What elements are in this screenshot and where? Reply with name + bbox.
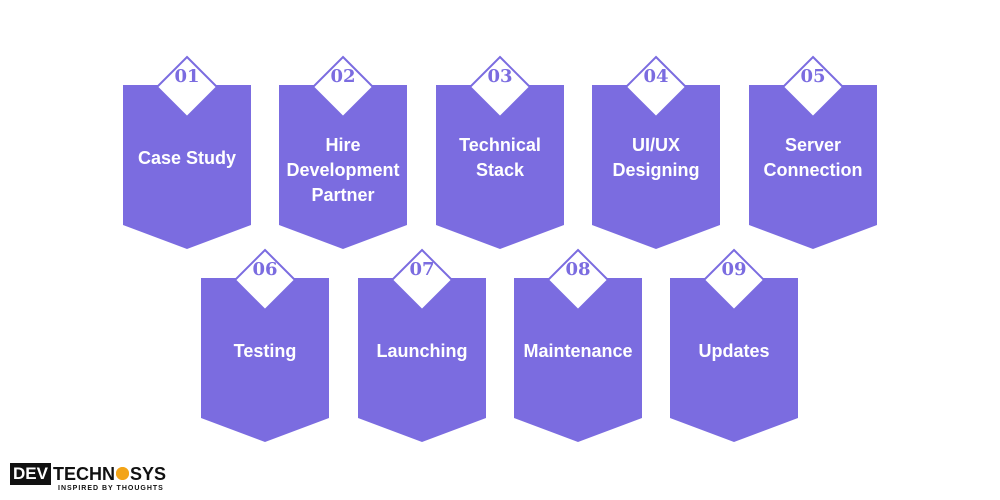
step-number: 01 <box>174 66 200 87</box>
gear-icon <box>115 467 129 480</box>
logo-tagline: INSPIRED BY THOUGHTS <box>58 485 164 492</box>
step-label: Hire Development Partner <box>286 134 400 205</box>
logo-dev: DEV <box>10 463 51 485</box>
step-8: 08 Maintenance <box>514 248 642 442</box>
step-number: 05 <box>800 66 826 87</box>
step-number: 02 <box>330 66 356 87</box>
chevron-shape <box>123 55 251 249</box>
step-9: 09 Updates <box>670 248 798 442</box>
chevron-shape <box>670 248 798 442</box>
chevron-shape <box>592 55 720 249</box>
logo-techno: TECHN <box>52 464 115 484</box>
chevron-shape <box>436 55 564 249</box>
logo-sys: SYS <box>129 464 166 484</box>
step-label: Server Connection <box>763 135 863 180</box>
chevron-shape <box>514 248 642 442</box>
step-label: UI/UX Designing <box>612 135 700 180</box>
step-label: Launching <box>376 340 468 361</box>
step-5: 05 Server Connection <box>749 55 877 249</box>
step-label: Maintenance <box>523 340 633 361</box>
chevron-shape <box>358 248 486 442</box>
step-number: 07 <box>409 259 435 280</box>
step-label: Testing <box>233 340 297 361</box>
chevron-shape <box>201 248 329 442</box>
step-4: 04 UI/UX Designing <box>592 55 720 249</box>
step-label: Case Study <box>137 147 237 168</box>
step-number: 06 <box>252 259 278 280</box>
step-label: Technical Stack <box>459 135 541 180</box>
chevron-shape <box>279 55 407 249</box>
chevron-shape <box>749 55 877 249</box>
step-number: 08 <box>565 259 591 280</box>
step-1: 01 Case Study <box>123 55 251 249</box>
step-7: 07 Launching <box>358 248 486 442</box>
step-label: Updates <box>698 340 770 361</box>
step-number: 09 <box>721 259 747 280</box>
step-number: 03 <box>487 66 513 87</box>
step-6: 06 Testing <box>201 248 329 442</box>
step-3: 03 Technical Stack <box>436 55 564 249</box>
step-number: 04 <box>643 66 669 87</box>
step-2: 02 Hire Development Partner <box>279 55 407 249</box>
